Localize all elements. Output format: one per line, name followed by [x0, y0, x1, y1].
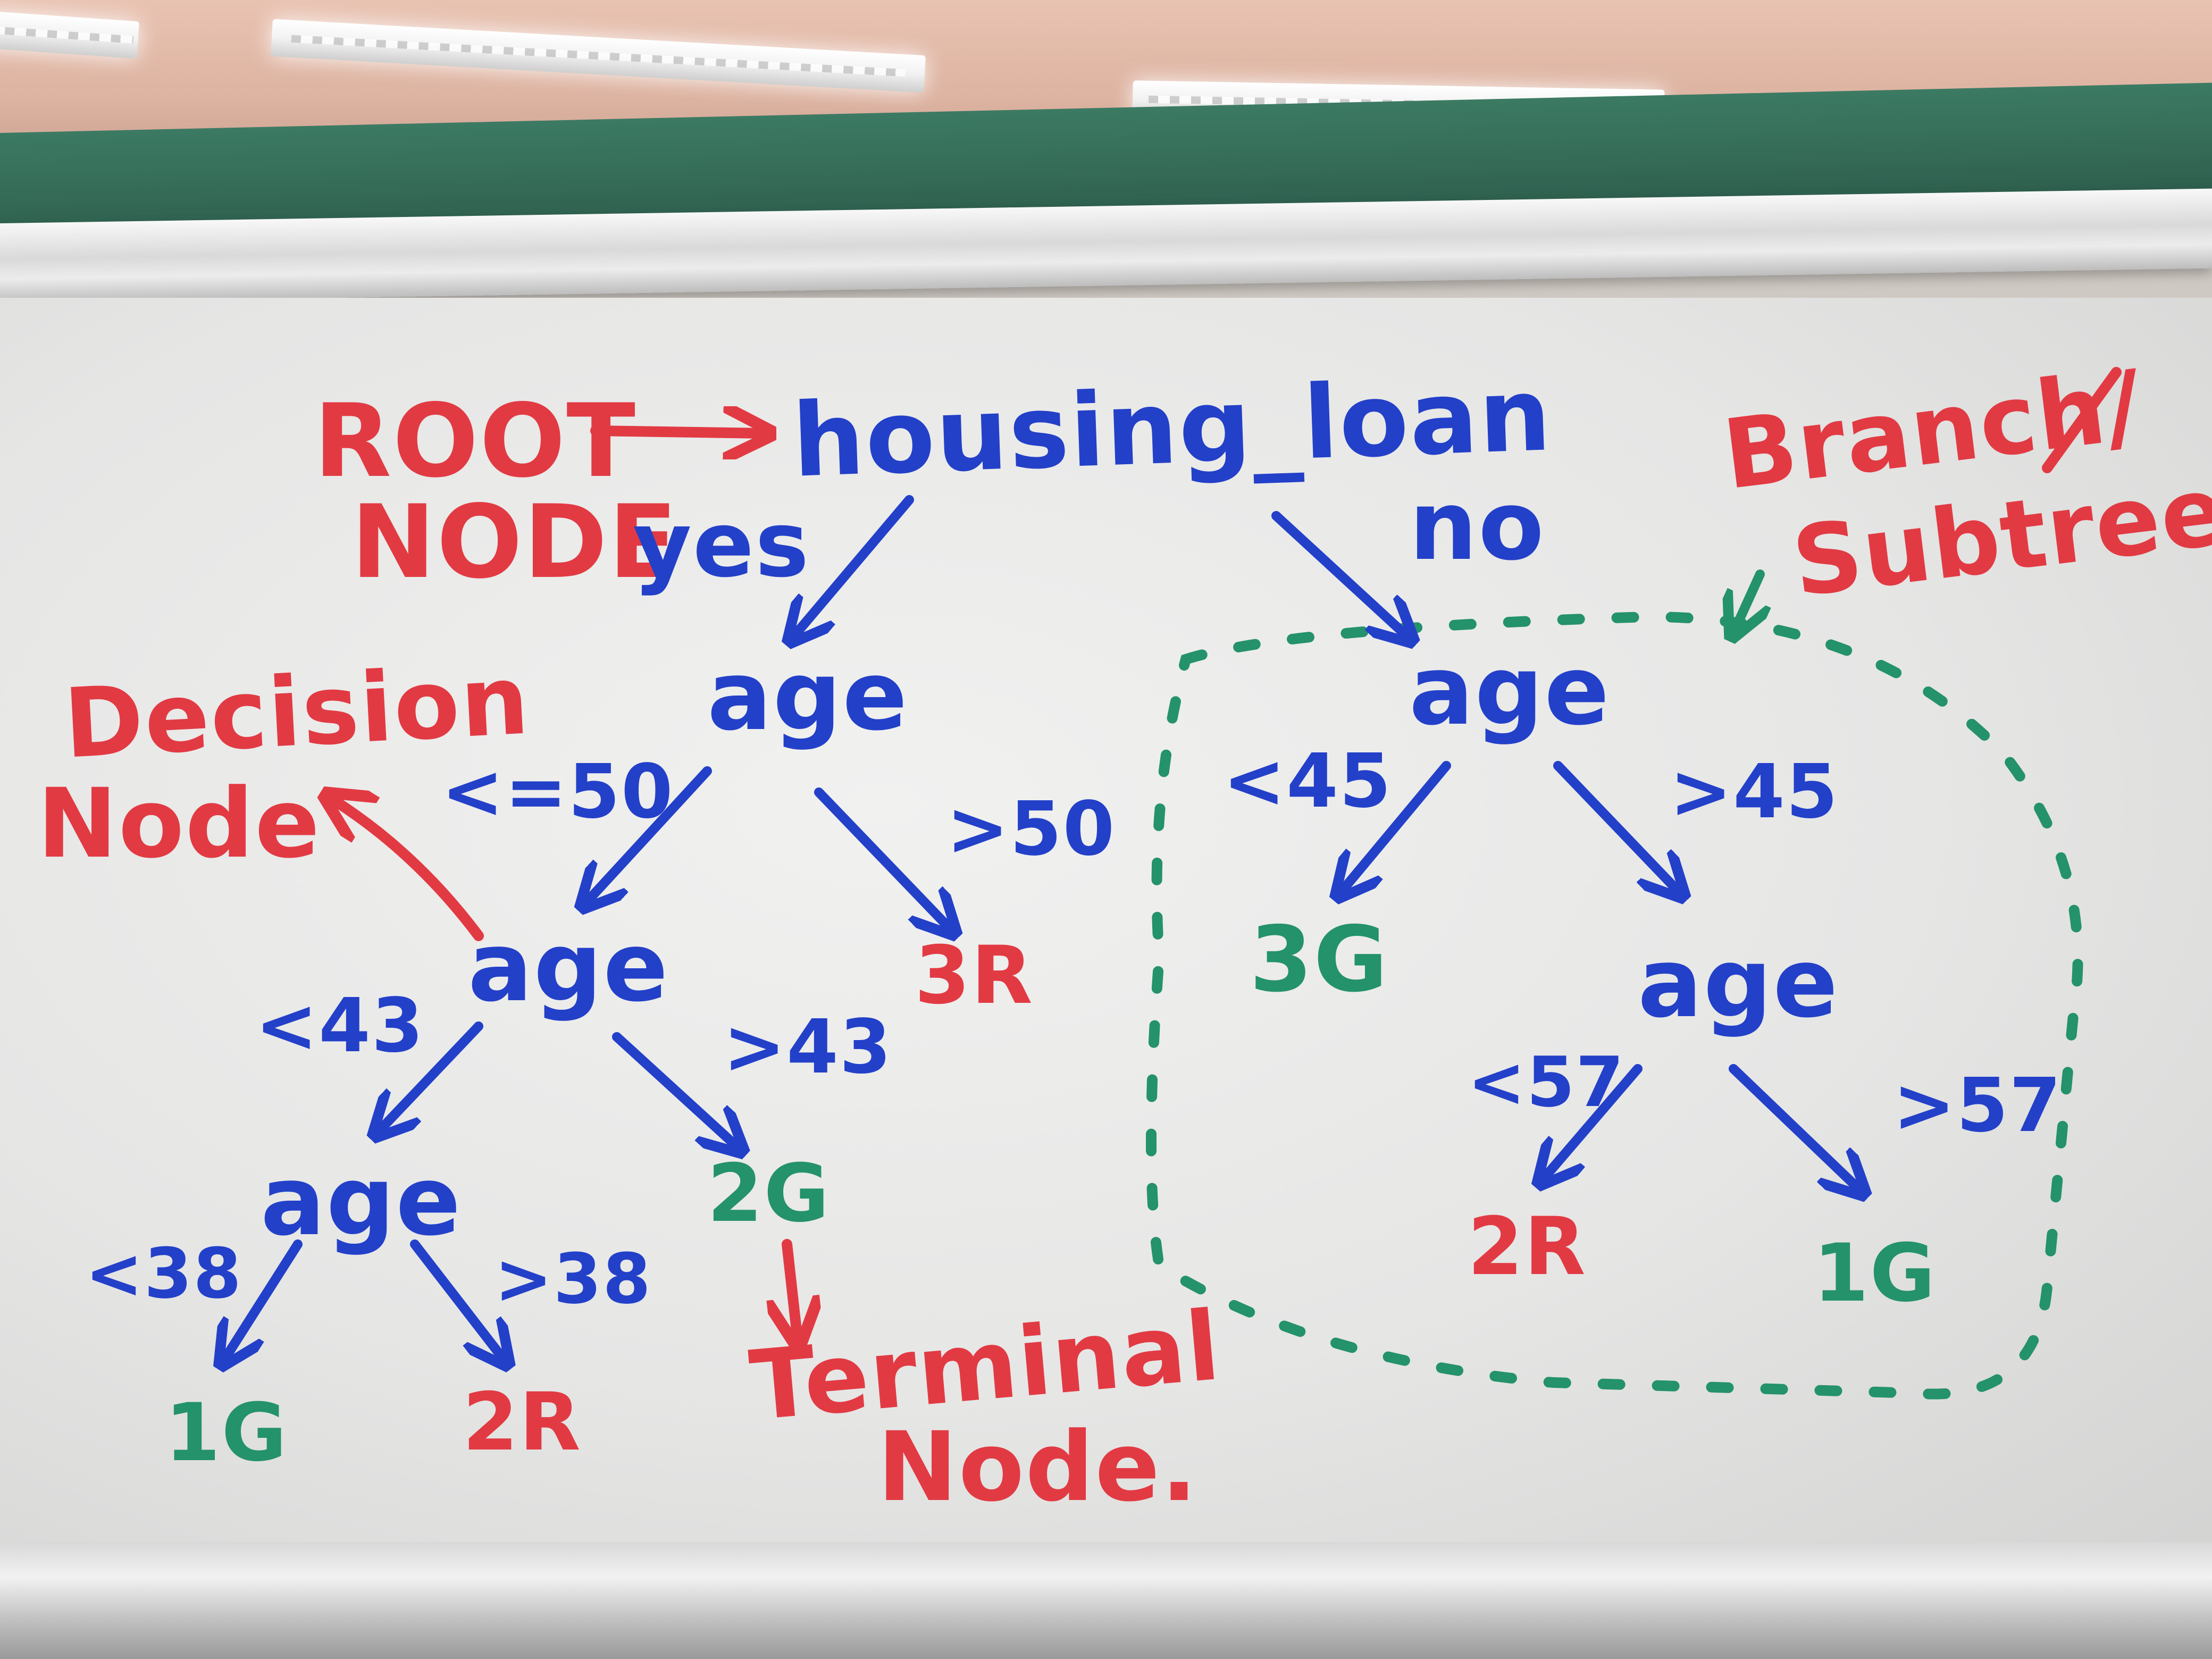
decision-arrow — [330, 798, 484, 941]
leaf-2R-left: 2R — [463, 1376, 582, 1469]
leaf-3R: 3R — [915, 929, 1034, 1022]
root-arrow — [590, 431, 766, 433]
left-inner-node-label: age — [468, 912, 669, 1023]
branch-arrow — [1733, 569, 1760, 633]
leaf-1G-left: 1G — [165, 1387, 288, 1479]
decision-label-node: Node — [37, 768, 321, 879]
whiteboard-marker-tray — [0, 1542, 2212, 1659]
edge-root-no — [1271, 511, 1409, 638]
edge-left-gt50 — [814, 787, 952, 931]
left-deep-node-label: age — [261, 1146, 462, 1257]
right-node-label: age — [1409, 635, 1611, 747]
root-label-node: NODE — [351, 483, 679, 601]
left-split-gt50: >50 — [946, 786, 1116, 873]
branch-no-label: no — [1409, 471, 1545, 582]
left-deep-lt38: <38 — [85, 1233, 242, 1314]
edge-lt57 — [1542, 1064, 1643, 1180]
subtree-outline — [1146, 611, 2083, 1400]
right-inner-node-label: age — [1638, 928, 1839, 1039]
leaf-3G: 3G — [1250, 907, 1389, 1012]
left-deep-gt38: >38 — [495, 1238, 652, 1319]
leaf-2G: 2G — [707, 1147, 831, 1240]
left-inner-lt43: <43 — [255, 983, 425, 1069]
edge-right-gt45 — [1553, 761, 1680, 893]
right-split-gt45: >45 — [1670, 749, 1839, 835]
right-inner-lt57: <57 — [1468, 1042, 1625, 1122]
right-split-lt45: <45 — [1223, 738, 1393, 825]
edge-gt38 — [410, 1239, 505, 1361]
left-inner-gt43: >43 — [723, 1004, 893, 1091]
edge-right-lt45 — [1340, 761, 1451, 893]
right-inner-gt57: >57 — [1893, 1062, 2063, 1149]
edge-gt57 — [1729, 1064, 1861, 1191]
branch-yes-label: yes — [633, 492, 810, 598]
edge-lt43 — [378, 1021, 483, 1133]
leaf-1G-right: 1G — [1813, 1227, 1937, 1320]
terminal-arrow — [787, 1239, 798, 1340]
root-label: ROOT — [314, 382, 636, 500]
edge-left-le50 — [585, 766, 712, 904]
branch-slash — [2042, 367, 2122, 473]
edge-lt38 — [223, 1239, 303, 1361]
whiteboard — [0, 298, 2212, 1563]
terminal-label-node: Node. — [877, 1412, 1199, 1523]
leaf-2R-right: 2R — [1468, 1201, 1587, 1293]
edge-root-yes — [792, 495, 914, 638]
edge-gt43 — [612, 1032, 739, 1149]
left-split-le50: <=50 — [441, 749, 674, 835]
left-node-label: age — [707, 641, 909, 752]
